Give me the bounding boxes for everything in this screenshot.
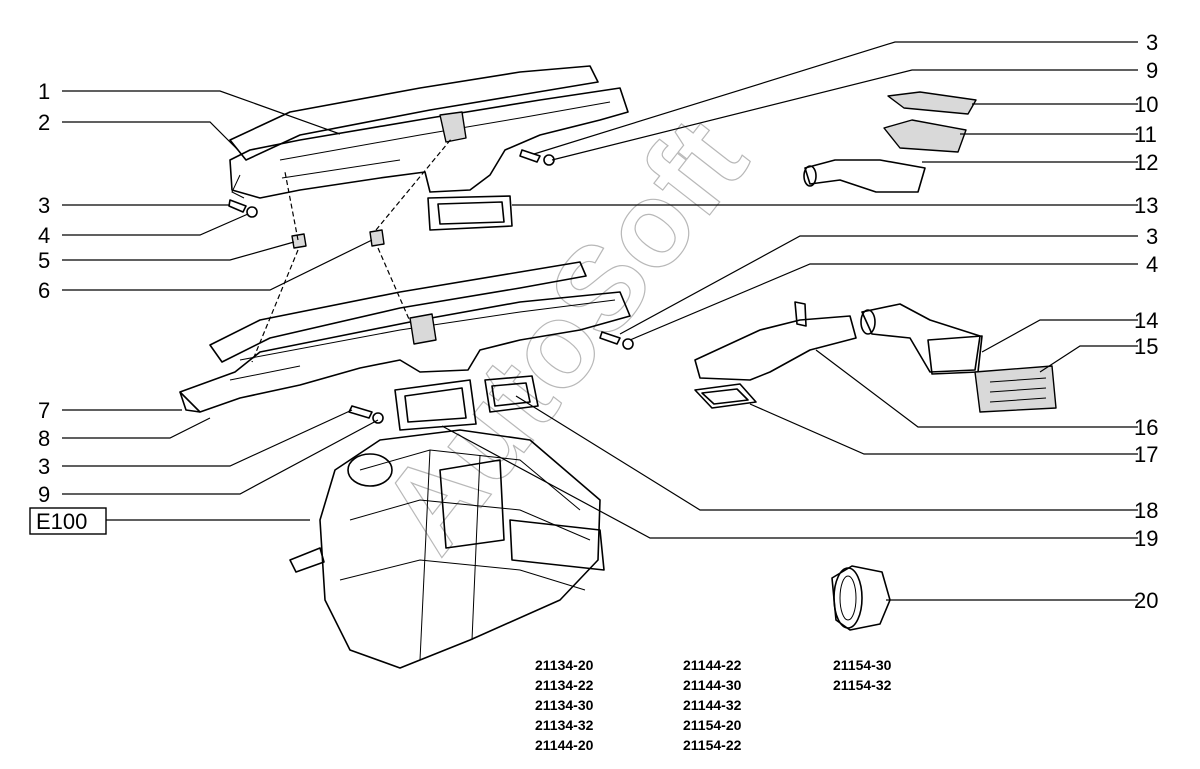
- right-ducts: [694, 301, 1057, 413]
- callout-18: 18: [1134, 498, 1158, 523]
- clips: [291, 229, 385, 249]
- model-code: 21154-22: [683, 737, 742, 753]
- reference-label: E100: [36, 509, 87, 534]
- callouts-left: 1 2 3 4 5 6 7 8 3 9: [38, 79, 50, 507]
- upper-dashboard-duct: [229, 65, 629, 199]
- model-code: 21134-22: [535, 677, 594, 693]
- callout-5: 5: [38, 248, 50, 273]
- model-code: 21144-22: [683, 657, 742, 673]
- callouts-right: 3 9 10 11 12 13 3 4 14 15 16 17 18 19 20: [1134, 30, 1158, 613]
- callout-13: 13: [1134, 193, 1158, 218]
- callout-4-mid: 4: [1146, 252, 1158, 277]
- callout-3-mid: 3: [1146, 224, 1158, 249]
- model-code: 21134-32: [535, 717, 594, 733]
- screws-top: [228, 149, 555, 218]
- callout-2: 2: [38, 110, 50, 135]
- callout-8: 8: [38, 426, 50, 451]
- screws-bottom: [348, 331, 634, 424]
- callout-11: 11: [1134, 122, 1157, 147]
- callout-3-lower: 3: [38, 454, 50, 479]
- model-code: 21144-20: [535, 737, 594, 753]
- right-vents: [803, 91, 977, 193]
- callout-12: 12: [1134, 150, 1158, 175]
- model-code: 21144-30: [683, 677, 742, 693]
- callout-15: 15: [1134, 334, 1158, 359]
- callout-14: 14: [1134, 308, 1158, 333]
- reference-box[interactable]: E100: [29, 507, 107, 535]
- callout-17: 17: [1134, 442, 1158, 467]
- model-codes-col3: 21154-30 21154-32: [833, 657, 892, 693]
- model-code: 21144-32: [683, 697, 742, 713]
- heater-unit: [289, 429, 605, 669]
- lower-dashboard-duct: [179, 261, 631, 413]
- model-codes-col1: 21134-20 21134-22 21134-30 21134-32 2114…: [535, 657, 594, 753]
- callout-16: 16: [1134, 415, 1158, 440]
- callout-10: 10: [1134, 92, 1158, 117]
- model-code: 21154-32: [833, 677, 892, 693]
- leader-lines: [62, 41, 1138, 601]
- duct-nozzle-20: [831, 565, 891, 631]
- callout-1: 1: [38, 79, 50, 104]
- callout-20: 20: [1134, 588, 1158, 613]
- model-code: 21154-20: [683, 717, 742, 733]
- callout-3: 3: [38, 193, 50, 218]
- callout-9-top: 9: [1146, 58, 1158, 83]
- model-code: 21134-30: [535, 697, 594, 713]
- model-codes-col2: 21144-22 21144-30 21144-32 21154-20 2115…: [683, 657, 742, 753]
- upper-gasket: [427, 195, 513, 231]
- model-code: 21134-20: [535, 657, 594, 673]
- model-code: 21154-30: [833, 657, 892, 673]
- callout-7: 7: [38, 398, 50, 423]
- callout-4: 4: [38, 223, 50, 248]
- lower-gaskets: [394, 375, 539, 431]
- callout-6: 6: [38, 278, 50, 303]
- callout-9-lower: 9: [38, 482, 50, 507]
- callout-3-top: 3: [1146, 30, 1158, 55]
- callout-19: 19: [1134, 526, 1158, 551]
